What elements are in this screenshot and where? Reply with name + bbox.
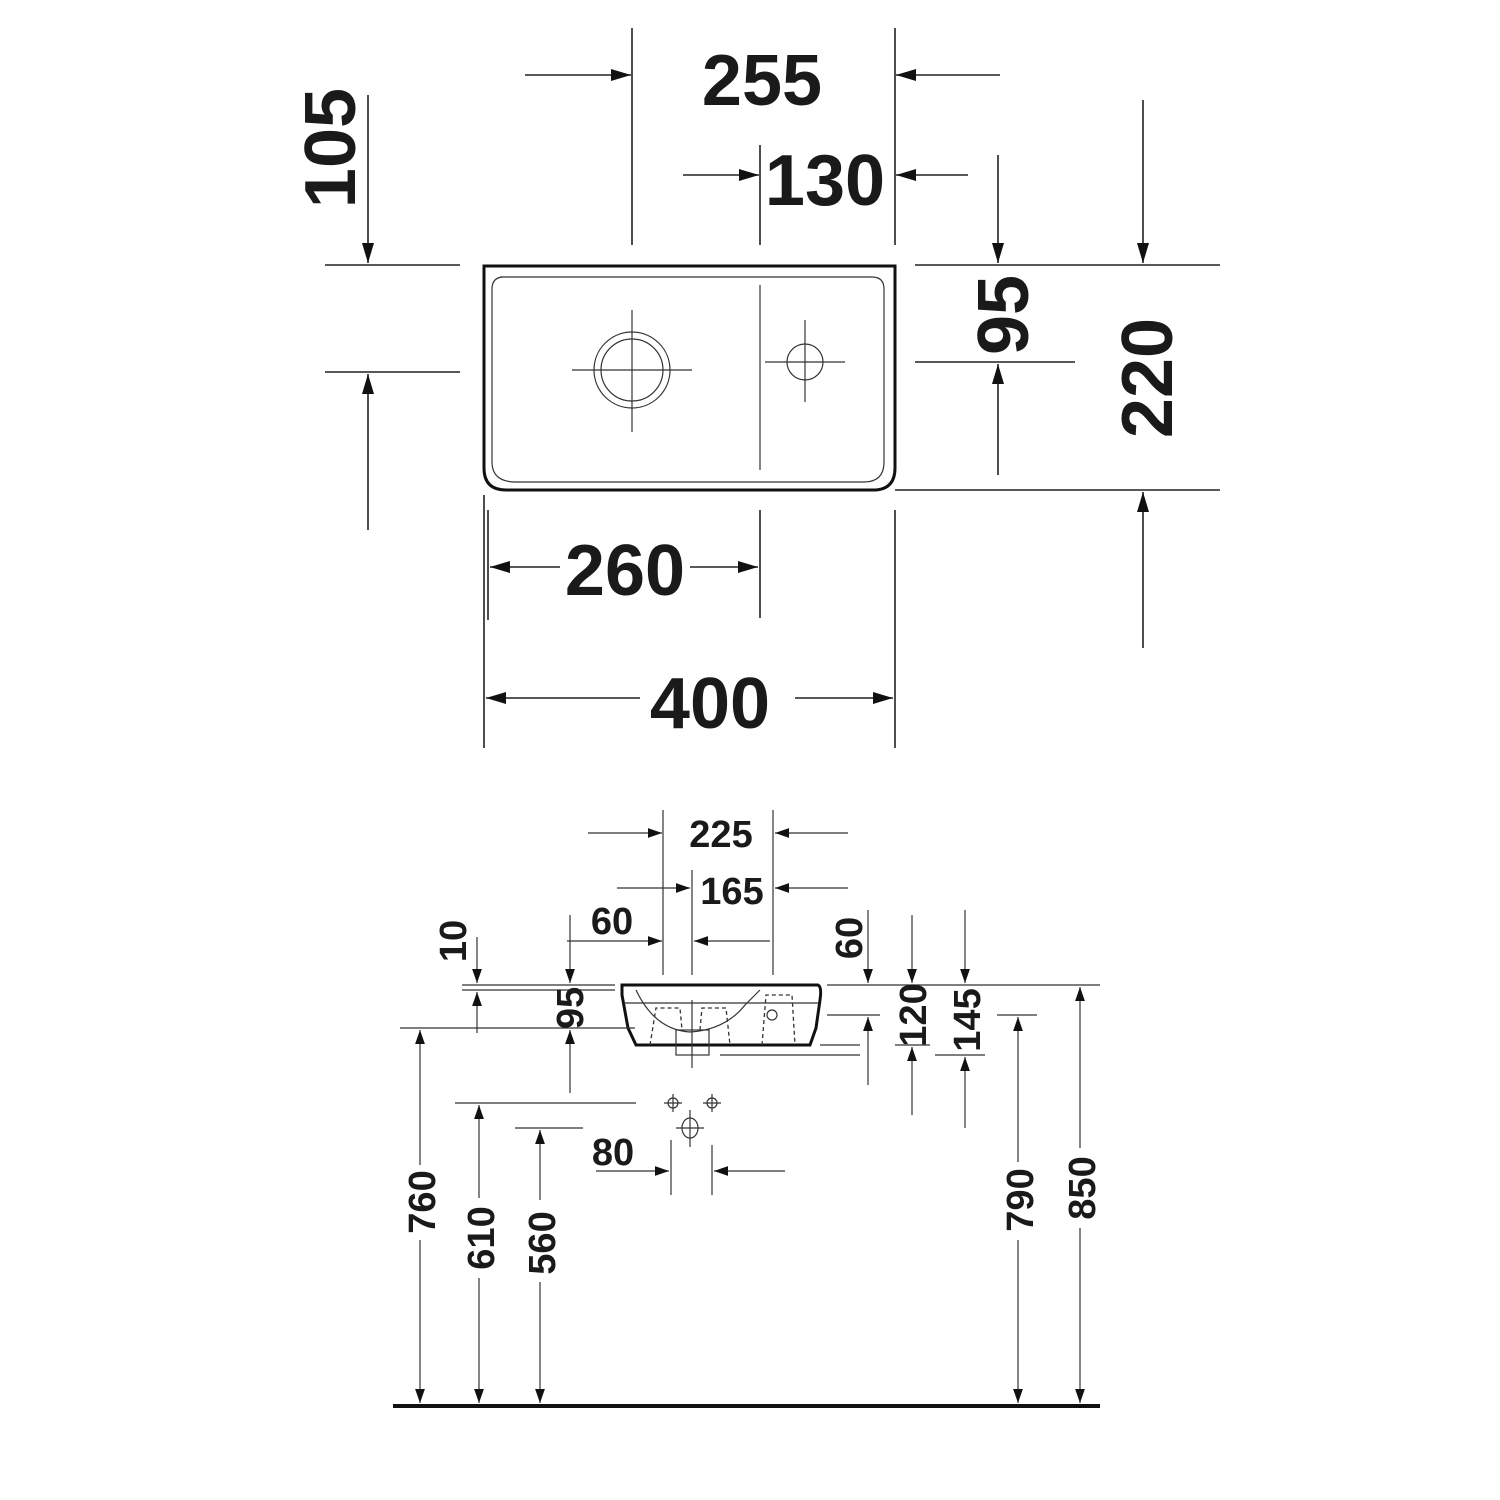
side-view: 225 165 60 10 95 6 xyxy=(393,810,1104,1408)
dim-label: 120 xyxy=(893,983,935,1046)
dimension-225: 225 xyxy=(588,810,848,975)
dimension-130: 130 xyxy=(683,141,968,245)
dimension-95: 95 xyxy=(915,155,1220,475)
dim-label: 130 xyxy=(765,141,885,221)
dimension-560: 560 xyxy=(522,1130,564,1403)
dim-label: 260 xyxy=(565,531,685,611)
dim-label: 225 xyxy=(689,814,752,856)
dimension-145: 145 xyxy=(947,910,989,1128)
dim-label: 10 xyxy=(433,920,475,962)
dimension-610: 610 xyxy=(461,1105,503,1403)
dimension-60-right: 60 xyxy=(829,910,873,1085)
dimension-95-side: 95 xyxy=(550,915,592,1093)
dim-label: 95 xyxy=(964,275,1044,355)
dim-label: 610 xyxy=(461,1206,503,1269)
dim-label: 400 xyxy=(650,664,770,744)
dimension-260: 260 xyxy=(487,510,761,620)
dim-label: 145 xyxy=(947,988,989,1051)
dim-label: 850 xyxy=(1062,1156,1104,1219)
tap-hole-icon xyxy=(765,320,845,402)
dim-label: 80 xyxy=(592,1132,634,1174)
dimension-60-left: 60 xyxy=(567,901,770,946)
dimension-760: 760 xyxy=(402,1030,444,1403)
dimension-400: 400 xyxy=(483,495,896,748)
dimension-10: 10 xyxy=(433,920,482,1033)
mounting-holes-icon xyxy=(664,1094,721,1147)
dim-label: 165 xyxy=(700,871,763,913)
drain-icon xyxy=(572,310,692,432)
dimension-850: 850 xyxy=(1062,987,1104,1403)
dimension-165: 165 xyxy=(617,870,848,975)
basin-outline xyxy=(482,264,897,492)
dim-label: 220 xyxy=(1108,318,1188,438)
dim-label: 560 xyxy=(522,1211,564,1274)
dim-label: 105 xyxy=(291,88,371,208)
dimension-105: 105 xyxy=(291,88,460,530)
dimension-80: 80 xyxy=(592,1132,785,1195)
basin-side-profile xyxy=(620,983,823,1047)
dim-label: 60 xyxy=(829,917,871,959)
dimension-220: 220 xyxy=(895,100,1220,648)
basin-inner-outline xyxy=(491,276,885,483)
dim-label: 95 xyxy=(550,987,592,1029)
top-view: 255 130 105 95 220 xyxy=(291,28,1220,748)
dim-label: 255 xyxy=(702,41,822,121)
dimension-790: 790 xyxy=(1000,1017,1042,1403)
dim-label: 60 xyxy=(591,901,633,943)
dim-label: 760 xyxy=(402,1170,444,1233)
dimension-120: 120 xyxy=(893,915,935,1115)
dimension-255: 255 xyxy=(525,28,1000,245)
dim-label: 790 xyxy=(1000,1168,1042,1231)
